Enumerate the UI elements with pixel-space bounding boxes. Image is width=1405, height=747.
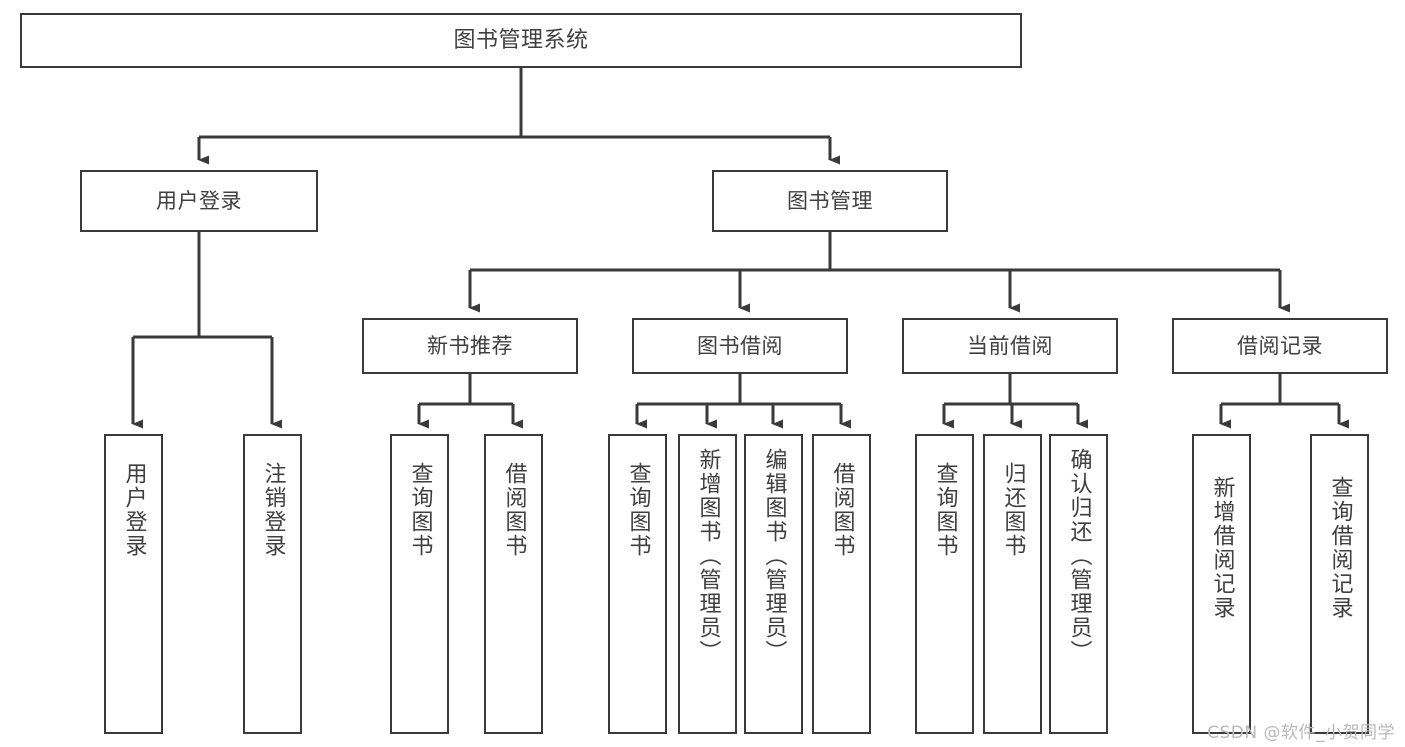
node-leaf-borrow-book[interactable]: 借阅图书 <box>812 434 871 734</box>
node-leaf-query-book-recommend[interactable]: 查询图书 <box>390 434 449 734</box>
node-leaf-user-login[interactable]: 用户登录 <box>104 434 163 734</box>
node-book-borrow[interactable]: 图书借阅 <box>632 318 848 374</box>
node-label: 归还图书 <box>1000 462 1026 558</box>
node-current-borrow[interactable]: 当前借阅 <box>902 318 1118 374</box>
node-new-book-recommend[interactable]: 新书推荐 <box>362 318 578 374</box>
node-label: 借阅图书 <box>829 462 855 558</box>
node-leaf-add-book-admin[interactable]: 新增图书（管理员） <box>678 434 737 734</box>
node-leaf-borrow-book-recommend[interactable]: 借阅图书 <box>484 434 543 734</box>
node-label: 查询图书 <box>625 462 651 558</box>
node-leaf-query-book-borrow[interactable]: 查询图书 <box>608 434 667 734</box>
node-label: 用户登录 <box>156 188 242 213</box>
node-label: 新书推荐 <box>427 333 513 358</box>
node-label: 当前借阅 <box>967 333 1053 358</box>
node-leaf-query-book-current[interactable]: 查询图书 <box>915 434 974 734</box>
node-leaf-query-borrow-record[interactable]: 查询借阅记录 <box>1310 434 1369 734</box>
node-label: 新增借阅记录 <box>1209 476 1235 620</box>
node-label: 查询图书 <box>407 462 433 558</box>
node-label: 图书借阅 <box>697 333 783 358</box>
node-label: 图书管理系统 <box>453 27 589 53</box>
node-label: 编辑图书（管理员） <box>761 448 787 664</box>
node-label: 注销登录 <box>260 462 286 558</box>
node-borrow-record[interactable]: 借阅记录 <box>1172 318 1388 374</box>
node-label: 查询借阅记录 <box>1327 476 1353 620</box>
node-root-图书管理系统[interactable]: 图书管理系统 <box>20 13 1022 68</box>
node-label: 新增图书（管理员） <box>695 448 721 664</box>
node-label: 查询图书 <box>932 462 958 558</box>
node-leaf-return-book[interactable]: 归还图书 <box>983 434 1042 734</box>
node-leaf-add-borrow-record[interactable]: 新增借阅记录 <box>1192 434 1251 734</box>
node-user-login[interactable]: 用户登录 <box>80 170 318 232</box>
csdn-watermark: CSDN @软件_小贺同学 <box>1207 723 1395 743</box>
node-leaf-edit-book-admin[interactable]: 编辑图书（管理员） <box>744 434 803 734</box>
node-label: 借阅图书 <box>501 462 527 558</box>
node-leaf-confirm-return-admin[interactable]: 确认归还（管理员） <box>1049 434 1108 734</box>
node-leaf-logout[interactable]: 注销登录 <box>243 434 302 734</box>
node-label: 确认归还（管理员） <box>1066 448 1092 664</box>
node-label: 借阅记录 <box>1237 333 1323 358</box>
node-book-manage[interactable]: 图书管理 <box>712 170 948 232</box>
node-label: 用户登录 <box>121 462 147 558</box>
node-label: 图书管理 <box>787 188 873 213</box>
